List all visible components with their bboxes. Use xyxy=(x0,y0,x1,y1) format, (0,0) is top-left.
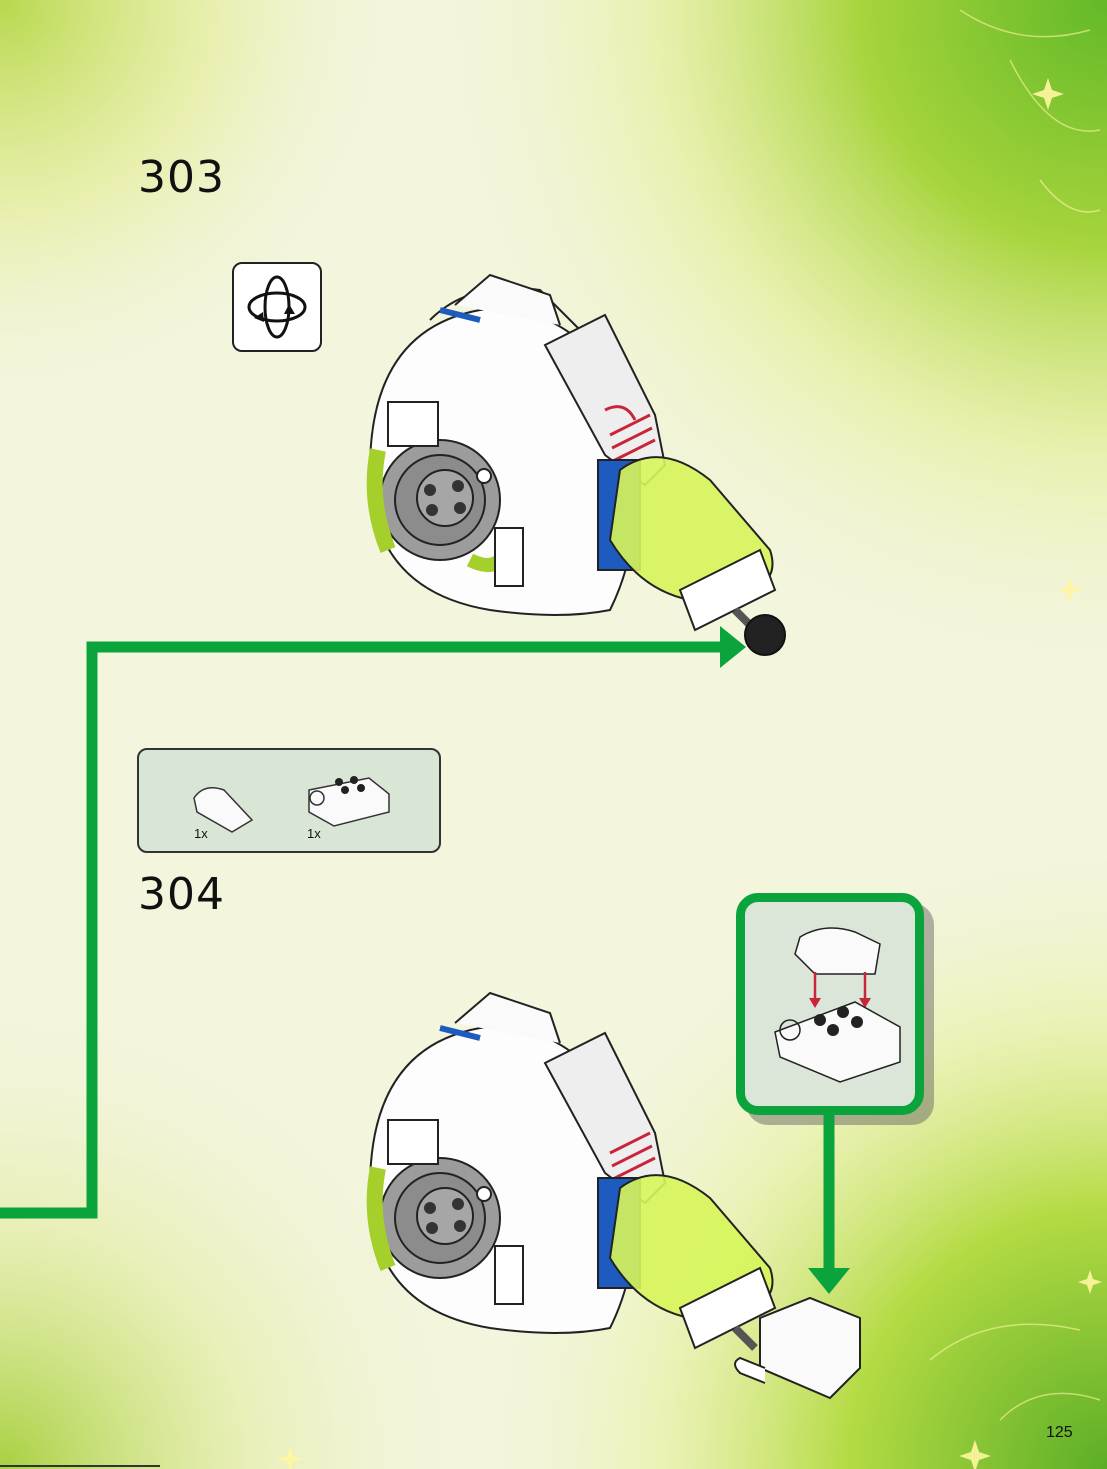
rotate-model-icon xyxy=(232,262,322,352)
page-number: 125 xyxy=(1046,1424,1073,1442)
step-number: 304 xyxy=(138,869,225,920)
parts-list-box: 1x 1x xyxy=(137,748,441,853)
sub-assembly-callout xyxy=(736,893,924,1115)
part-quantity: 1x xyxy=(194,826,208,841)
step-number: 303 xyxy=(138,152,225,203)
brick-with-clip-part-icon xyxy=(309,776,389,826)
part-quantity: 1x xyxy=(307,826,321,841)
